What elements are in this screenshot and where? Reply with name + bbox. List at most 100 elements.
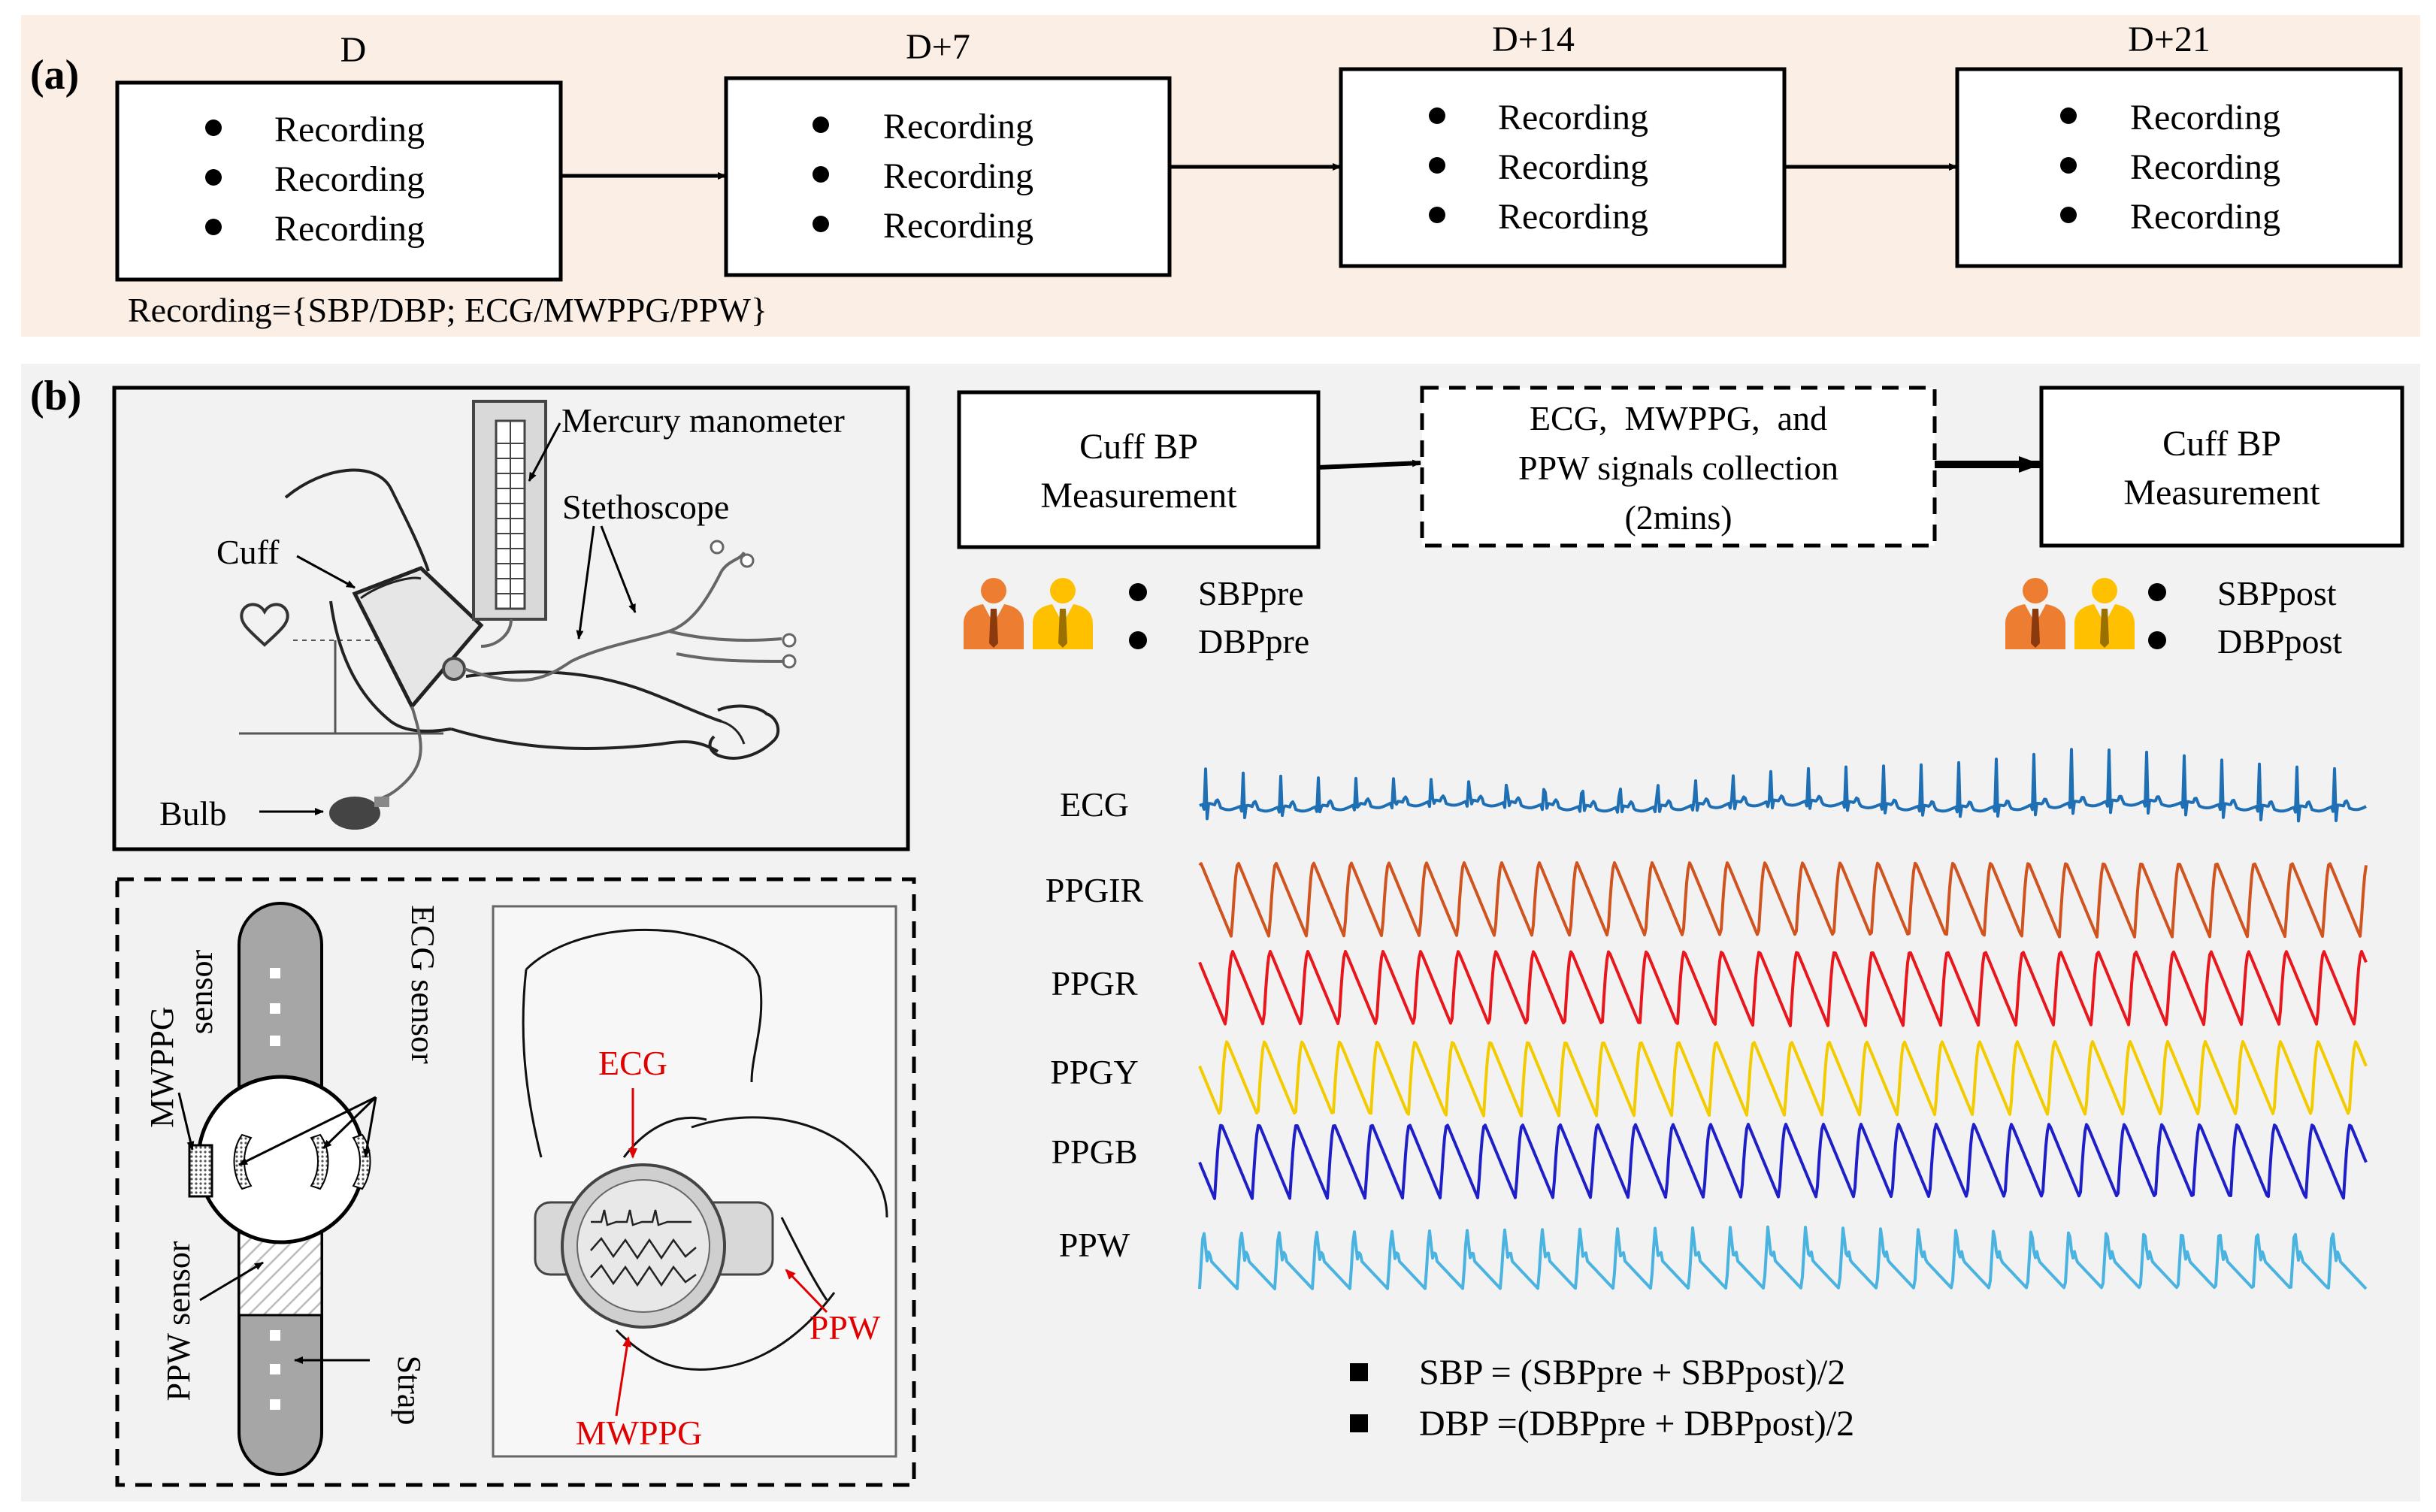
dbp-pre-label: DBPpre xyxy=(1198,622,1309,661)
ppw-sensor-label: PPW sensor xyxy=(160,1241,197,1401)
sbp-pre-label: SBPpre xyxy=(1198,574,1304,612)
flow-step3-line2: Measurement xyxy=(2123,473,2320,513)
mwppg-sensor-patch xyxy=(188,1144,213,1198)
stage-box xyxy=(1339,67,1787,268)
bullet-icon xyxy=(1129,631,1147,649)
manometer-tube xyxy=(480,618,513,648)
observer-person-icon xyxy=(964,578,1024,649)
stage-d14: D+14 Recording Recording Recording xyxy=(1339,20,1787,268)
strap-hole xyxy=(270,1364,280,1374)
square-bullet-icon xyxy=(1350,1414,1368,1432)
stage-item: Recording xyxy=(883,156,1033,196)
cuff-bp-post-box xyxy=(2039,386,2404,548)
signal-labels: ECG PPGIR PPGR PPGY PPGB PPW xyxy=(1046,785,1144,1264)
upper-arm-outline xyxy=(329,600,452,733)
pointer-arrow xyxy=(199,1261,264,1302)
arm-outline xyxy=(525,929,763,1083)
pointer-arrow xyxy=(238,1096,377,1166)
earpiece-icon xyxy=(740,553,755,568)
watch-sensor-section: MWPPG sensor ECG sensor PPW sensor Strap xyxy=(115,877,916,1487)
cuff-setup-illustration: Mercury manometer Stethoscope Cuff Bulb xyxy=(112,386,910,851)
strap-label: Strap xyxy=(391,1356,428,1426)
sbp-formula: SBP = (SBPpre + SBPpost)/2 xyxy=(1419,1353,1845,1393)
pointer-arrow-red xyxy=(615,1336,632,1417)
dbp-formula: DBP =(DBPpre + DBPpost)/2 xyxy=(1419,1404,1854,1444)
bullet-icon xyxy=(1429,107,1445,124)
stage-day-label: D+21 xyxy=(2128,20,2211,59)
watch-face-icon xyxy=(196,1075,366,1244)
signal-trace-ppgir xyxy=(1198,861,2368,939)
bullet-icon xyxy=(205,119,222,136)
strap-hole xyxy=(270,1003,280,1014)
stethoscope-tube xyxy=(676,652,785,663)
bullet-icon xyxy=(2060,207,2077,223)
forearm-outline xyxy=(465,670,722,723)
signal-label-ppgy: PPGY xyxy=(1050,1053,1139,1091)
bullet-icon xyxy=(813,166,829,183)
strap-hole xyxy=(270,968,280,978)
stage-d21: D+21 Recording Recording Recording xyxy=(1955,20,2403,268)
pointer-arrow xyxy=(296,555,356,589)
forearm-outline xyxy=(450,727,719,753)
stage-item: Recording xyxy=(1498,98,1648,138)
arm-outline xyxy=(522,969,543,1158)
pointer-arrow-red xyxy=(785,1269,828,1314)
bulb-label: Bulb xyxy=(159,794,226,833)
signal-collection-box xyxy=(1420,386,1937,548)
stage-day-label: D xyxy=(340,30,367,70)
stage-box xyxy=(724,76,1172,277)
panel-a-label: (a) xyxy=(30,52,79,98)
signal-label-ppw: PPW xyxy=(1059,1226,1130,1264)
signal-trace-ppgb xyxy=(1198,1123,2368,1200)
bullet-icon xyxy=(2060,157,2077,174)
finger-outline xyxy=(780,1217,828,1301)
panel-a: (a) D Recording Recording Recording D+7 … xyxy=(21,15,2420,337)
flow-step2-line3: (2mins) xyxy=(1624,498,1732,537)
stethoscope-label: Stethoscope xyxy=(562,488,729,526)
finger-line xyxy=(721,720,746,745)
signal-label-ppgr: PPGR xyxy=(1051,964,1137,1002)
upper-arm-outline xyxy=(284,468,430,572)
watch-section-frame xyxy=(115,877,916,1487)
ecg-sensor-label: ECG sensor xyxy=(404,905,441,1064)
observer-person-icon xyxy=(1033,578,1093,649)
flow-step1-line1: Cuff BP xyxy=(1079,427,1198,467)
strap-hole xyxy=(270,1330,280,1341)
cuff-edge xyxy=(360,576,422,600)
watch-screen xyxy=(576,1179,710,1313)
bulb-valve xyxy=(374,797,389,807)
stage-item: Recording xyxy=(2130,197,2280,237)
mercury-manometer-label: Mercury manometer xyxy=(561,401,845,440)
stage-item: Recording xyxy=(2130,147,2280,187)
ppw-sensor-patch xyxy=(238,1231,323,1317)
stage-item: Recording xyxy=(883,206,1033,246)
recording-definition: Recording={SBP/DBP; ECG/MWPPG/PPW} xyxy=(128,291,767,329)
photo-ppw-label: PPW xyxy=(809,1308,881,1347)
stage-day-label: D+7 xyxy=(906,27,970,67)
wrist-photo-sketch: ECG PPW MWPPG xyxy=(492,905,897,1458)
flow-step1-line2: Measurement xyxy=(1040,476,1237,516)
stage-item: Recording xyxy=(883,107,1033,147)
bullet-icon xyxy=(1429,207,1445,223)
square-bullet-icon xyxy=(1350,1363,1368,1381)
signal-trace-ppgy xyxy=(1198,1040,2368,1117)
strap-hole xyxy=(270,1036,280,1046)
bullet-icon xyxy=(813,216,829,232)
hand-outline xyxy=(691,1116,888,1218)
pre-measurement-observers: SBPpre DBPpre xyxy=(964,574,1309,661)
bullet-icon xyxy=(1429,157,1445,174)
bullet-icon xyxy=(1129,583,1147,601)
bullet-icon xyxy=(205,219,222,235)
screen-ecg-trace xyxy=(591,1209,691,1226)
stage-d: D Recording Recording Recording xyxy=(115,30,563,282)
signal-traces xyxy=(1198,748,2368,1290)
measurement-flow: Cuff BP Measurement ECG, MWPPG, and PPW … xyxy=(957,386,2404,549)
stethoscope-chestpiece-icon xyxy=(442,657,466,681)
stage-item: Recording xyxy=(274,209,425,249)
pointer-arrow xyxy=(600,525,637,613)
flow-step3-line1: Cuff BP xyxy=(2162,424,2281,464)
stage-item: Recording xyxy=(274,110,425,150)
earpiece-icon xyxy=(782,654,797,669)
mwppg-sensor-label-line2: sensor xyxy=(183,949,219,1034)
